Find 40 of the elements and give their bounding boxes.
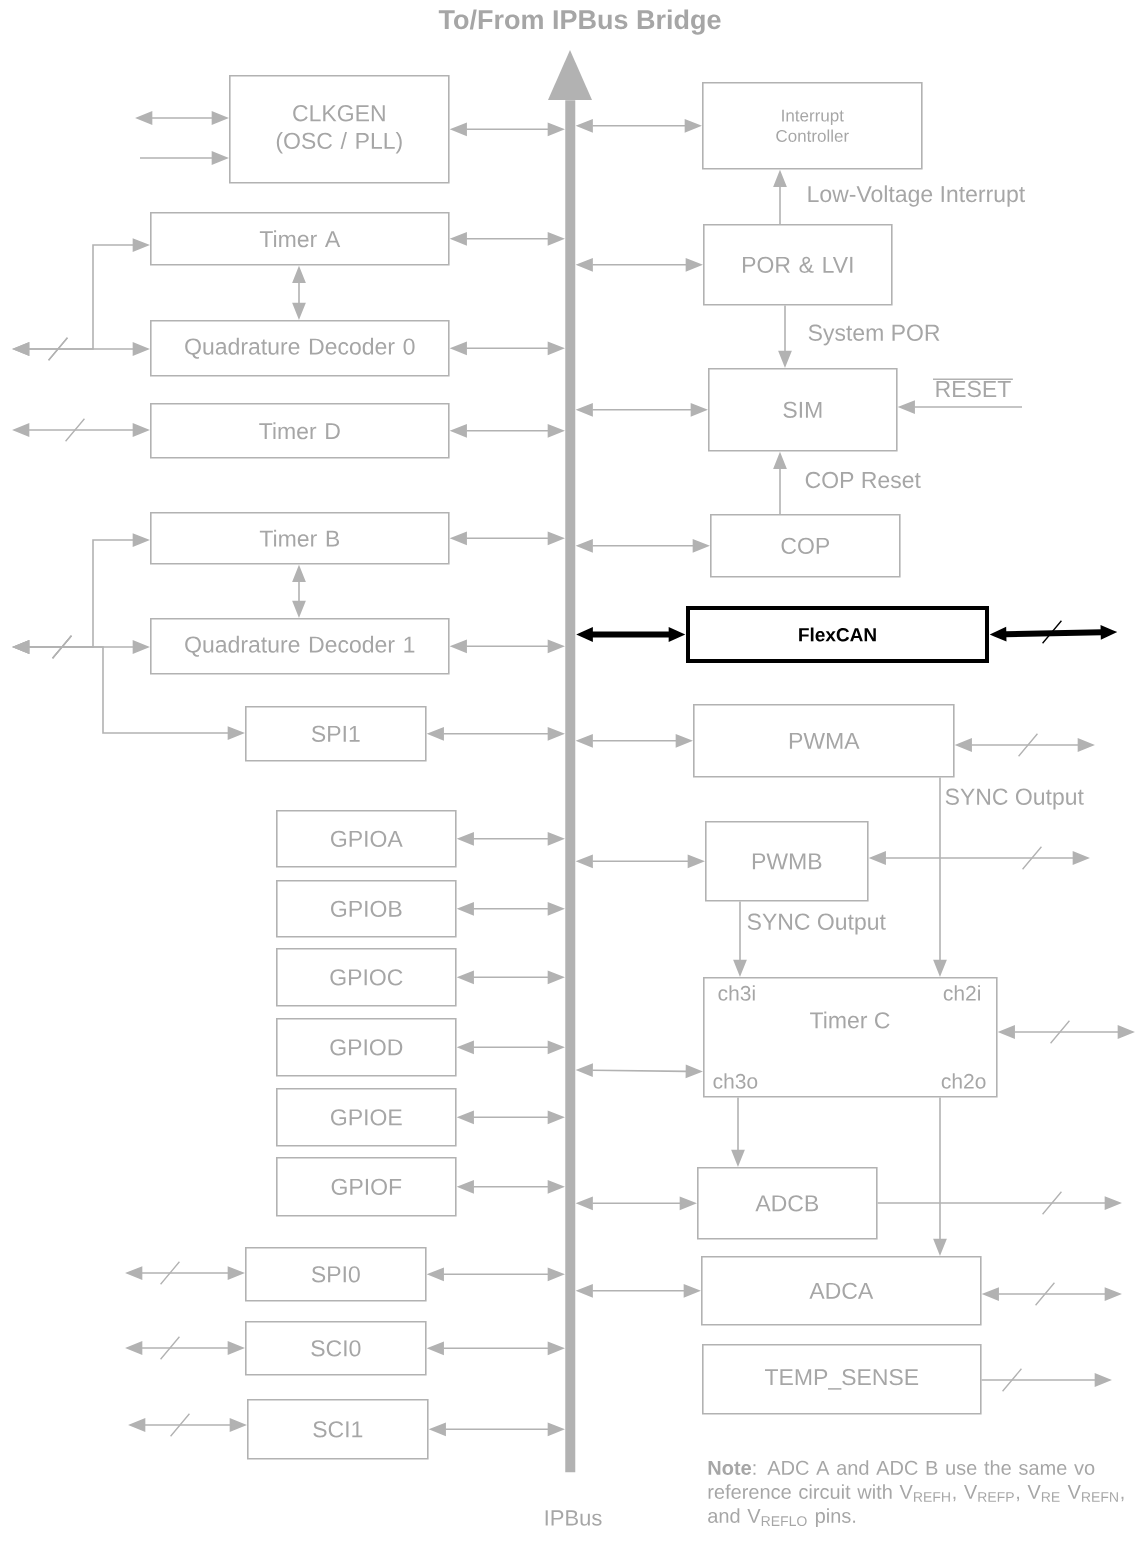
block-box: SCI1 xyxy=(247,1399,429,1460)
block-box: CLKGEN (OSC / PLL) xyxy=(229,75,450,184)
port-label: ch3o xyxy=(713,1073,758,1089)
block-box: GPIOB xyxy=(276,880,457,938)
block-box: PWMA xyxy=(693,704,955,778)
edge-label: COP Reset xyxy=(803,470,923,490)
block-box: GPIOF xyxy=(276,1157,457,1217)
note-text: Note: ADC A and ADC B use the same vo reference circuit with V$_{REFH}$, V$_{REFP}$, V$_{RE}$ V$_{REFN}$, and V$_{REFLO}$ pins. xyxy=(708,1460,1124,1527)
block-box: COP xyxy=(710,514,901,578)
block-box: SIM xyxy=(708,368,898,452)
block-box: PWMB xyxy=(705,821,869,902)
block-box: SPI1 xyxy=(245,706,427,762)
block-box: Timer B xyxy=(150,512,450,565)
bus-bar: IPBus xyxy=(545,50,602,1526)
block-box: TEMP_SENSE xyxy=(702,1344,982,1415)
block-box: ADCA xyxy=(701,1256,982,1326)
block-box: ADCB xyxy=(697,1167,878,1240)
edge-label: SYNC Output xyxy=(943,787,1086,811)
block-box: Quadrature Decoder 1 xyxy=(150,618,450,675)
block-box: GPIOC xyxy=(276,948,457,1007)
highlighted-block-box: FlexCAN xyxy=(686,606,989,663)
edge-label: SYNC Output xyxy=(745,912,888,936)
block-box: POR & LVI xyxy=(703,224,893,306)
block-box: Timer A xyxy=(150,212,450,266)
edge-label: Low-Voltage Interrupt xyxy=(805,183,1027,209)
block-box: SPI0 xyxy=(245,1247,427,1302)
title: To/From IPBus Bridge xyxy=(438,9,721,35)
node-label: IPBus xyxy=(545,1510,602,1526)
edge-label: RESET xyxy=(932,378,1014,399)
block-box: GPIOA xyxy=(276,810,457,868)
block-box: Interrupt Controller xyxy=(702,82,923,170)
port-label: ch3i xyxy=(718,985,755,1001)
block-box: GPIOD xyxy=(276,1018,457,1077)
block-box: GPIOE xyxy=(276,1088,457,1147)
port-label: ch2o xyxy=(941,1073,986,1089)
block-box: Quadrature Decoder 0 xyxy=(150,320,450,377)
block-box: SCI0 xyxy=(245,1321,427,1376)
edge-label: System POR xyxy=(806,323,942,347)
block-box: Timer D xyxy=(150,403,450,459)
port-label: ch2i xyxy=(943,985,980,1001)
